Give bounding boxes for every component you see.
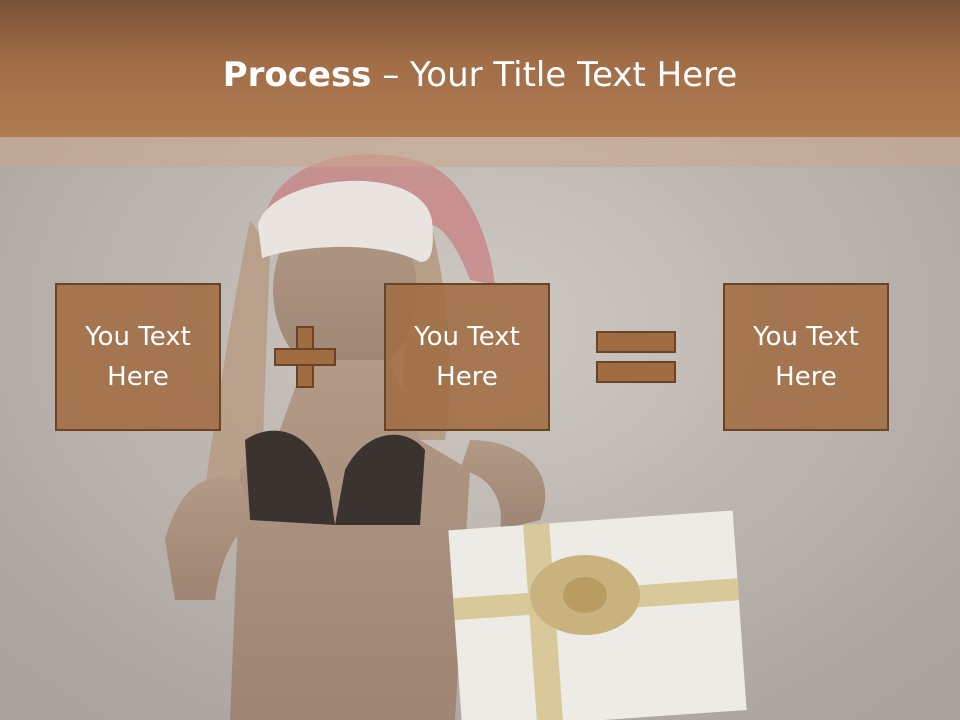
process-box-1[interactable]: You Text Here bbox=[55, 283, 221, 431]
process-box-1-line1: You Text bbox=[85, 322, 191, 352]
process-box-2-line1: You Text bbox=[414, 322, 520, 352]
slide-title-rest: – Your Title Text Here bbox=[371, 55, 738, 95]
process-box-3-line2: Here bbox=[775, 362, 837, 392]
title-banner bbox=[0, 0, 960, 137]
process-box-3[interactable]: You Text Here bbox=[723, 283, 889, 431]
process-box-2-line2: Here bbox=[436, 362, 498, 392]
process-box-1-line2: Here bbox=[107, 362, 169, 392]
process-box-3-line1: You Text bbox=[753, 322, 859, 352]
slide-title-bold: Process bbox=[222, 55, 372, 95]
title-banner-strip bbox=[0, 137, 960, 167]
plus-icon bbox=[274, 326, 336, 388]
equals-icon bbox=[596, 331, 676, 383]
process-box-2[interactable]: You Text Here bbox=[384, 283, 550, 431]
slide-title: Process – Your Title Text Here bbox=[0, 52, 960, 98]
